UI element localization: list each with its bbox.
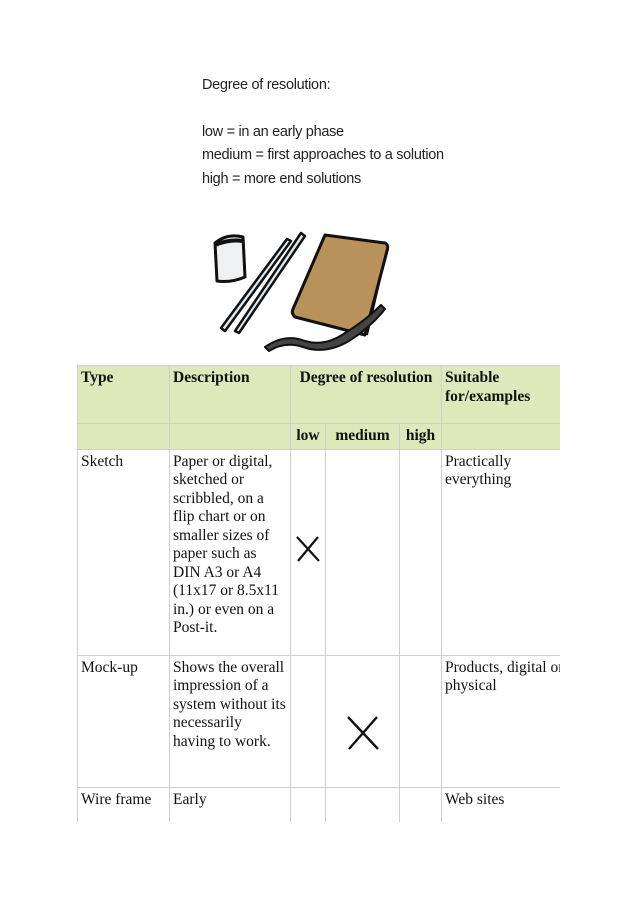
empty-cell: [399, 786, 442, 822]
row-description: Paper or digital, sketched or scribbled,…: [169, 448, 291, 656]
empty-cell: [399, 654, 442, 788]
header-row: Type Description Degree of resolution Su…: [77, 365, 560, 424]
subheader-low: low: [290, 423, 326, 450]
row-type: Mock-up: [77, 654, 170, 788]
empty-cell: [290, 654, 326, 788]
table-row: Mock-up Shows the overall impression of …: [77, 654, 560, 788]
subheader-row: low medium high: [77, 423, 560, 450]
prototype-types-table: Type Description Degree of resolution Su…: [77, 365, 560, 822]
cross-mark-icon: [290, 448, 326, 656]
row-suitable: Products, digital or physical: [441, 654, 560, 788]
empty-cell: [77, 423, 170, 450]
empty-cell: [290, 786, 326, 822]
empty-cell: [399, 448, 442, 656]
subheader-medium: medium: [325, 423, 400, 450]
table-row: Sketch Paper or digital, sketched or scr…: [77, 448, 560, 656]
row-description: Early: [169, 786, 291, 822]
header-type: Type: [77, 365, 170, 424]
empty-cell: [169, 423, 291, 450]
empty-cell: [325, 786, 400, 822]
header-description: Description: [169, 365, 291, 424]
cross-mark-icon: [325, 654, 400, 788]
legend-title: Degree of resolution:: [202, 77, 331, 93]
sketch-materials-illustration: [213, 231, 390, 352]
resolution-legend: Degree of resolution: low = in an early …: [202, 74, 444, 191]
subheader-high: high: [399, 423, 442, 450]
row-type: Sketch: [77, 448, 170, 656]
legend-high: high = more end solutions: [202, 170, 361, 187]
legend-low: low = in an early phase: [202, 123, 344, 140]
row-type: Wire frame: [77, 786, 170, 822]
empty-cell: [441, 423, 560, 450]
table-row: Wire frame Early Web sites: [77, 786, 560, 822]
legend-medium: medium = first approaches to a solution: [202, 147, 444, 163]
empty-cell: [325, 448, 400, 656]
header-suitable: Suitable for/examples: [441, 365, 560, 424]
row-description: Shows the overall impression of a system…: [169, 654, 291, 788]
row-suitable: Web sites: [441, 786, 560, 822]
row-suitable: Practically everything: [441, 448, 560, 656]
header-degree: Degree of resolution: [290, 365, 442, 424]
